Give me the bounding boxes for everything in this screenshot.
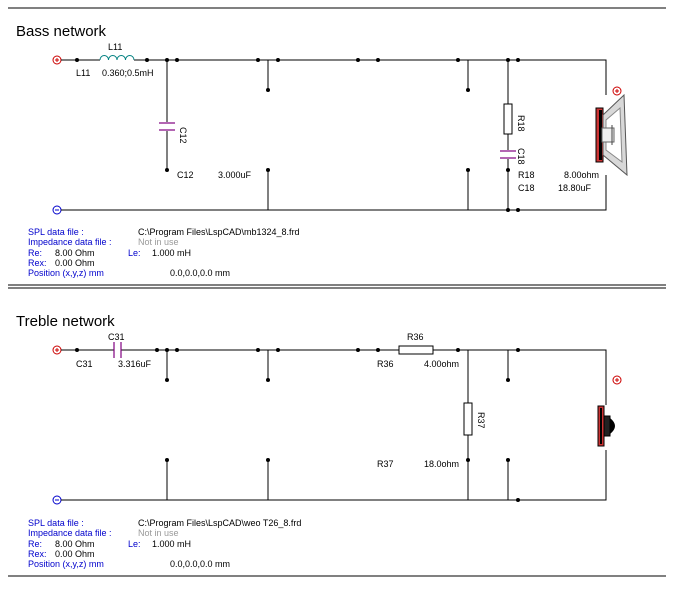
- capacitor-c31[interactable]: [113, 342, 122, 358]
- r36-label: R36: [377, 359, 394, 369]
- r18-label-vertical: R18: [516, 115, 526, 132]
- position-value: 0.0,0.0,0.0 mm: [170, 559, 230, 569]
- c18-label: C18: [518, 183, 535, 193]
- r37-label-vertical: R37: [476, 412, 486, 429]
- re-label: Re:: [28, 539, 42, 549]
- wire: [433, 349, 607, 405]
- impedance-file-label: Impedance data file :: [28, 528, 112, 538]
- r18-value: 8.00ohm: [564, 170, 599, 180]
- r37-label: R37: [377, 459, 394, 469]
- r37-value: 18.0ohm: [424, 459, 459, 469]
- l11-label-top: L11: [108, 42, 122, 52]
- le-label: Le:: [128, 539, 141, 549]
- resistor-r36[interactable]: [398, 345, 434, 355]
- wire: [61, 450, 607, 501]
- woofer-speaker-icon[interactable]: [595, 93, 628, 177]
- le-label: Le:: [128, 248, 141, 258]
- position-label: Position (x,y,z) mm: [28, 559, 104, 569]
- position-value: 0.0,0.0,0.0 mm: [170, 268, 230, 278]
- re-label: Re:: [28, 248, 42, 258]
- treble-title: Treble network: [16, 313, 115, 330]
- l11-label: L11: [76, 68, 90, 78]
- treble-input-minus-terminal[interactable]: [52, 495, 62, 505]
- treble-input-plus-terminal[interactable]: [52, 345, 62, 355]
- spl-file-value: C:\Program Files\LspCAD\weo T26_8.frd: [138, 518, 301, 528]
- impedance-file-value: Not in use: [138, 528, 179, 538]
- rex-label: Rex:: [28, 549, 47, 559]
- tweeter-speaker-icon[interactable]: [597, 405, 615, 447]
- rex-label: Rex:: [28, 258, 47, 268]
- spl-file-label: SPL data file :: [28, 518, 84, 528]
- c12-label-vertical: C12: [178, 127, 188, 144]
- spl-file-label: SPL data file :: [28, 227, 84, 237]
- r18-label: R18: [518, 170, 535, 180]
- position-label: Position (x,y,z) mm: [28, 268, 104, 278]
- c31-label: C31: [76, 359, 93, 369]
- re-value: 8.00 Ohm: [55, 248, 95, 258]
- l11-value: 0.360;0.5mH: [102, 68, 154, 78]
- r36-value: 4.00ohm: [424, 359, 459, 369]
- c18-value: 18.80uF: [558, 183, 592, 193]
- impedance-file-value: Not in use: [138, 237, 179, 247]
- c31-label-top: C31: [108, 332, 125, 342]
- c18-label-vertical: C18: [516, 148, 526, 165]
- wire: [134, 59, 607, 95]
- inductor-l11[interactable]: [99, 55, 135, 61]
- c12-label: C12: [177, 170, 194, 180]
- rex-value: 0.00 Ohm: [55, 258, 95, 268]
- bass-network: Bass network: [8, 7, 666, 289]
- re-value: 8.00 Ohm: [55, 539, 95, 549]
- r36-label-top: R36: [407, 332, 424, 342]
- bass-junctions: [75, 58, 520, 212]
- resistor-r37[interactable]: [463, 402, 473, 436]
- bass-title: Bass network: [16, 23, 107, 40]
- treble-junctions: [75, 348, 520, 502]
- c31-value: 3.316uF: [118, 359, 152, 369]
- resistor-r18[interactable]: [503, 103, 513, 135]
- bass-driver-info: SPL data file : C:\Program Files\LspCAD\…: [28, 227, 300, 278]
- le-value: 1.000 mH: [152, 248, 191, 258]
- capacitor-c12[interactable]: [159, 122, 175, 131]
- treble-network: Treble network: [8, 313, 666, 577]
- treble-driver-info: SPL data file : C:\Program Files\LspCAD\…: [28, 518, 301, 569]
- wire: [61, 175, 607, 211]
- woofer-plus-terminal[interactable]: [612, 86, 622, 96]
- spl-file-value: C:\Program Files\LspCAD\mb1324_8.frd: [138, 227, 300, 237]
- bass-input-plus-terminal[interactable]: [52, 55, 62, 65]
- le-value: 1.000 mH: [152, 539, 191, 549]
- impedance-file-label: Impedance data file :: [28, 237, 112, 247]
- capacitor-c18[interactable]: [500, 150, 516, 159]
- rex-value: 0.00 Ohm: [55, 549, 95, 559]
- bass-input-minus-terminal[interactable]: [52, 205, 62, 215]
- c12-value: 3.000uF: [218, 170, 252, 180]
- tweeter-plus-terminal[interactable]: [612, 375, 622, 385]
